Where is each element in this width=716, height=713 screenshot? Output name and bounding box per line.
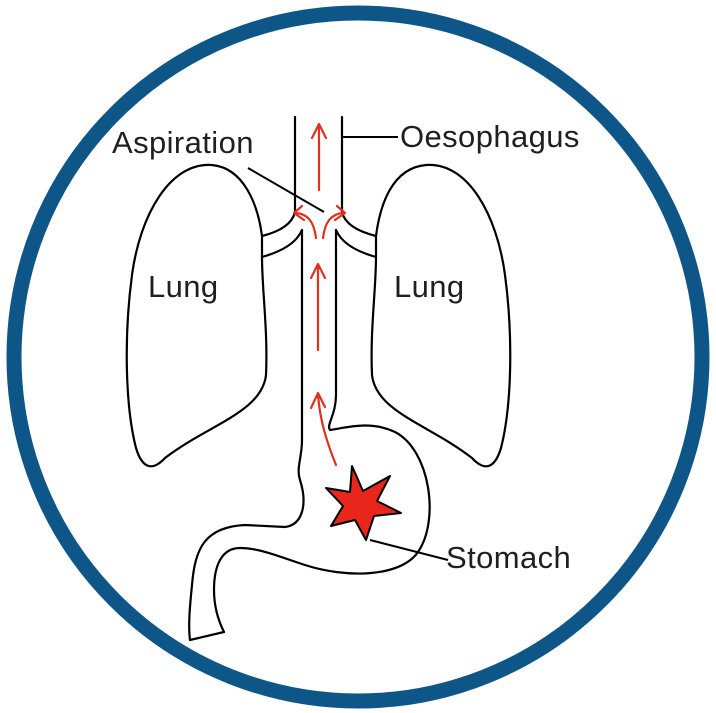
circle-frame: [14, 13, 702, 701]
label-lung-left: Lung: [148, 269, 219, 304]
label-aspiration: Aspiration: [112, 125, 254, 160]
label-oesophagus: Oesophagus: [400, 119, 580, 154]
label-stomach: Stomach: [446, 540, 571, 575]
label-lung-right: Lung: [394, 269, 465, 304]
